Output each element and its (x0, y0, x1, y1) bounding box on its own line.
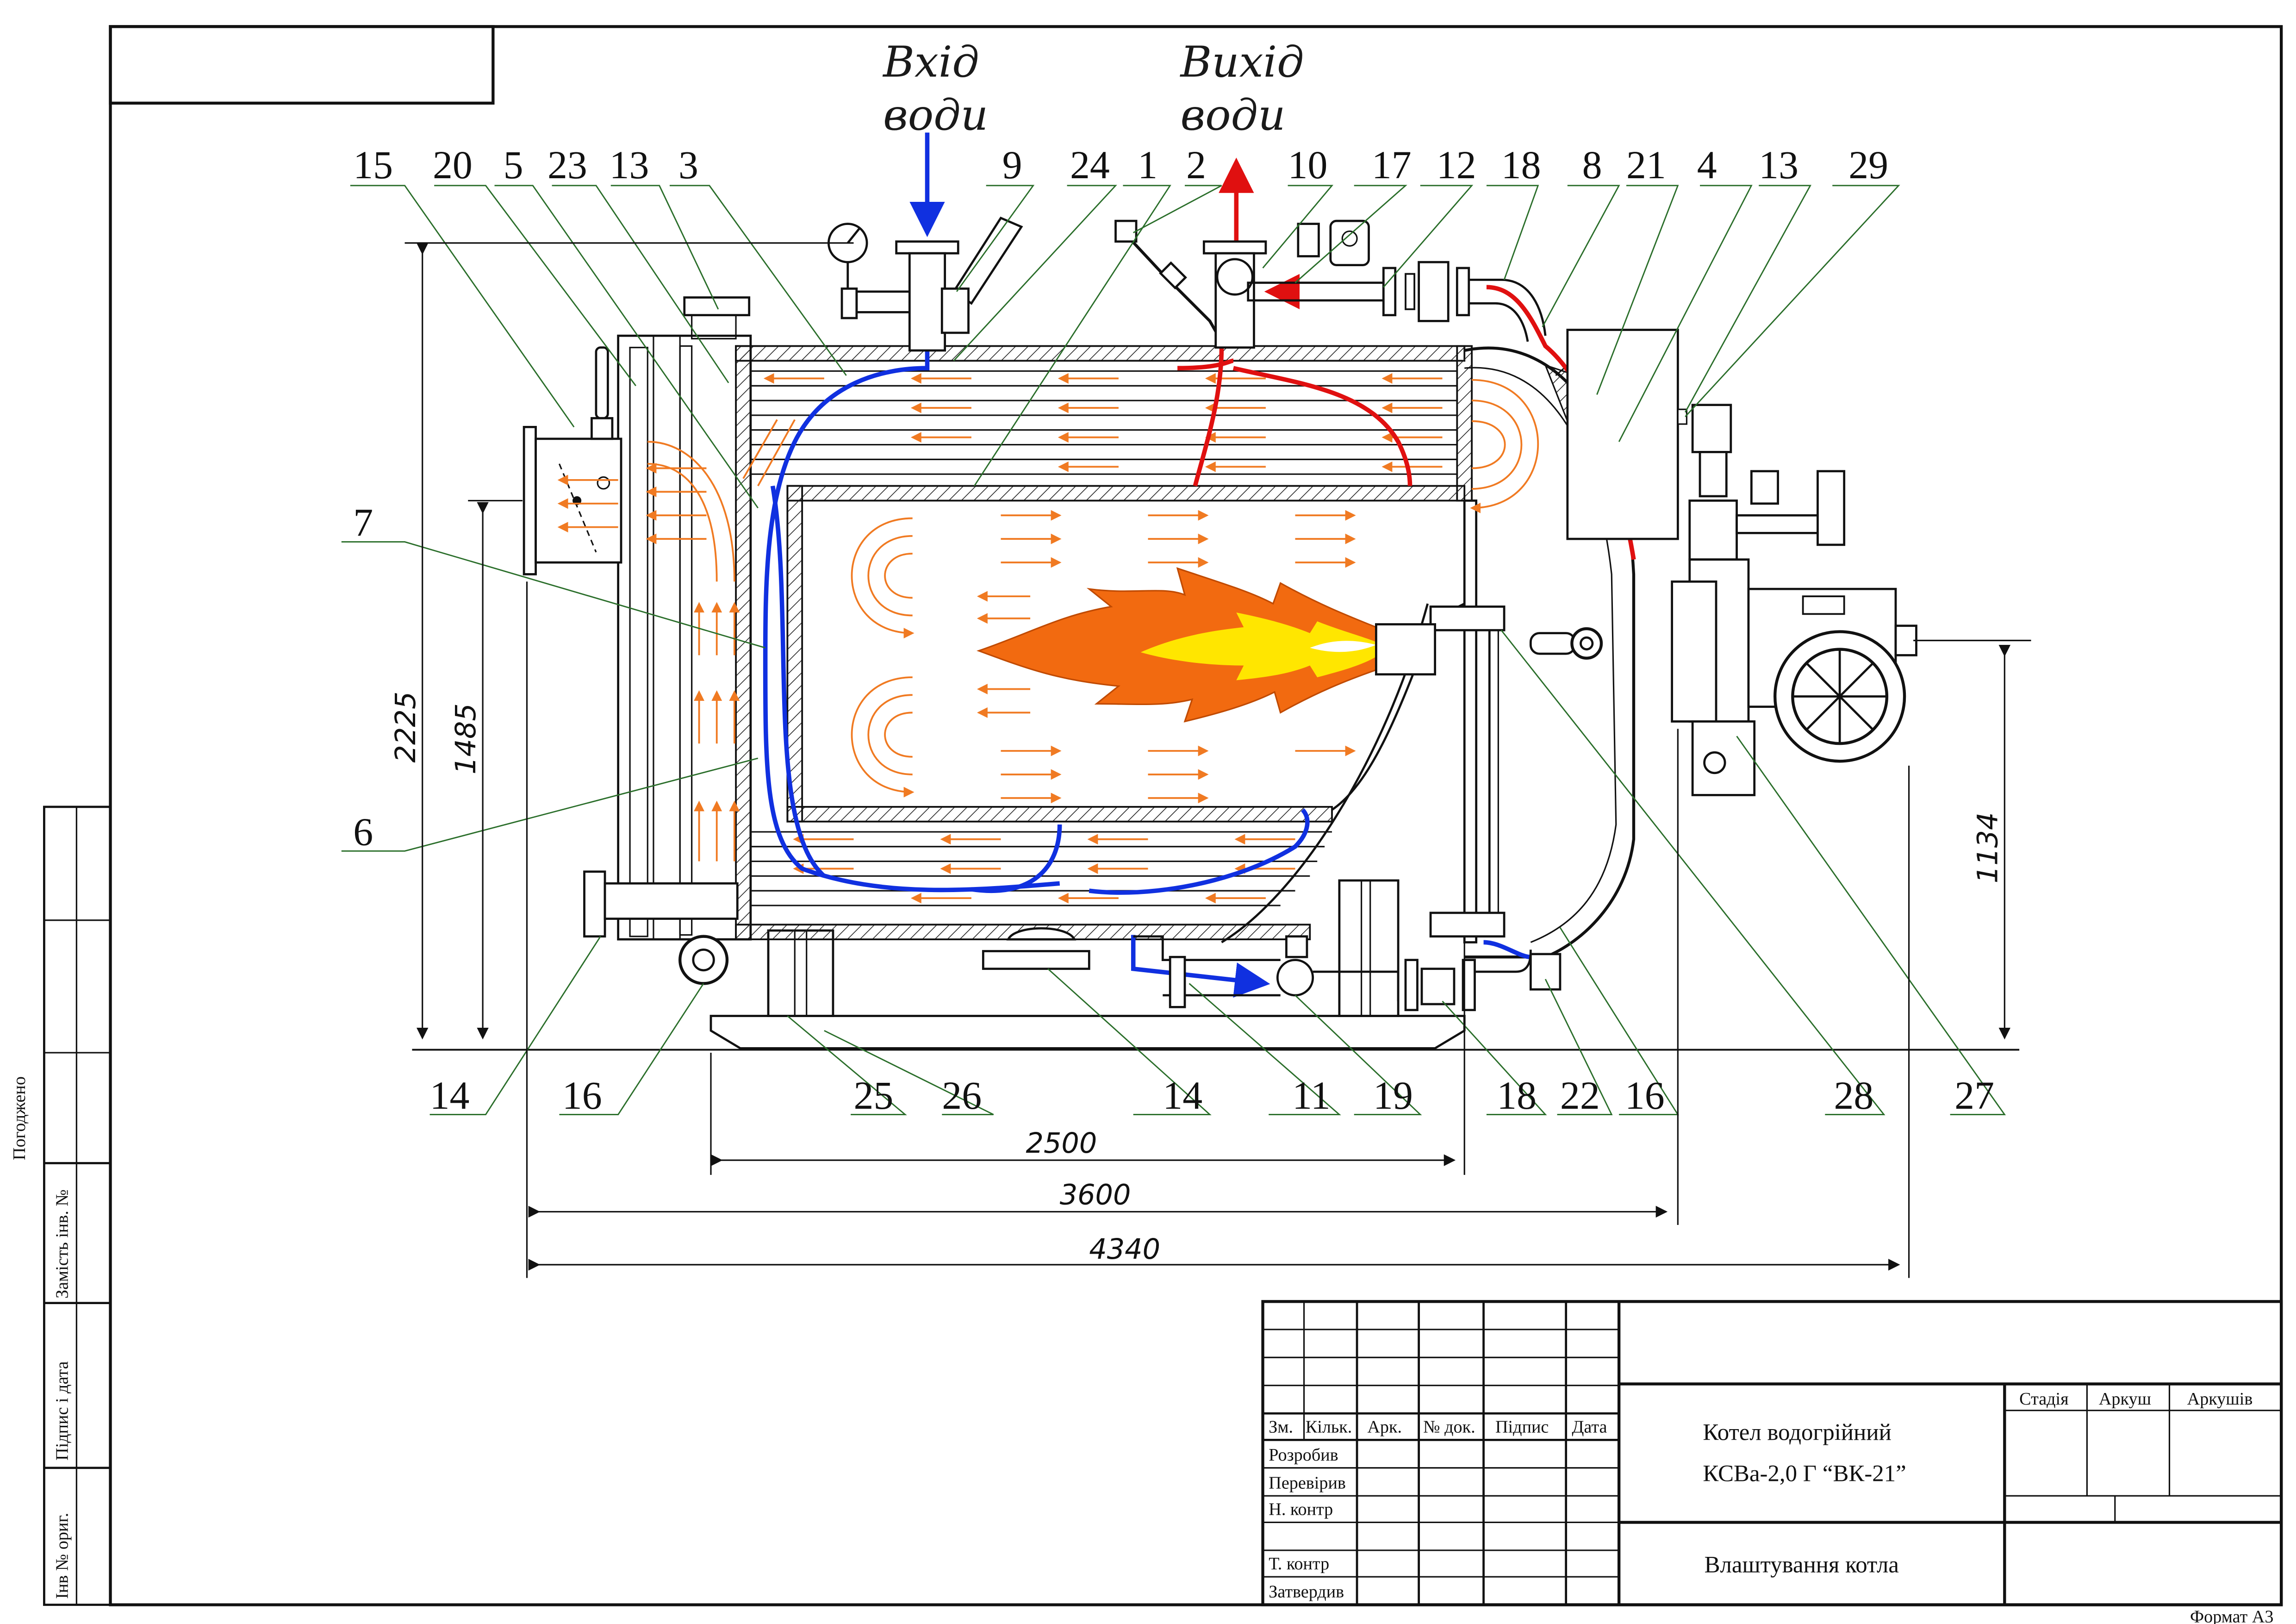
inlet-thermometer (940, 216, 1023, 334)
callout-1: 1 (1138, 143, 1157, 187)
callout-16-right: 16 (1625, 1073, 1665, 1118)
callouts-left-group: 7 6 (353, 500, 373, 854)
tb-doc-title-line1: Котел водогрійний (1703, 1419, 1891, 1445)
support-leg-25 (767, 929, 834, 1017)
top-left-stamp-box (109, 25, 495, 105)
stamp-sign-date: Підпис і дата (52, 1361, 72, 1461)
tb-format: Формат А3 (2190, 1607, 2273, 1624)
rear-smoke-box (617, 296, 752, 941)
bottom-drain-rear (583, 870, 739, 985)
title-block-text: Зм. Кільк. Арк. № док. Підпис Дата Розро… (1269, 1389, 2273, 1624)
callout-9: 9 (1002, 143, 1022, 187)
fire-tubes-lower (750, 831, 1332, 906)
tb-col-doc: № док. (1423, 1417, 1475, 1437)
side-stamp: Погоджено Замість інв. № Підпис і дата І… (10, 806, 112, 1606)
callout-26: 26 (942, 1073, 982, 1118)
callout-15: 15 (353, 143, 393, 187)
water-inlet-label-line1: Вхід (882, 37, 979, 87)
dim-length-4340: 4340 (1089, 1233, 1160, 1266)
tb-sheet-title: Влаштування котла (1705, 1552, 1899, 1578)
tb-role-norm-control: Н. контр (1269, 1500, 1333, 1519)
tb-stage-header: Стадія (2019, 1389, 2069, 1409)
water-outlet-label-line2: води (1180, 90, 1285, 140)
callout-5: 5 (504, 143, 523, 187)
tb-role-approved: Затвердив (1269, 1582, 1344, 1602)
tb-col-date: Дата (1572, 1417, 1607, 1437)
dim-length-3600: 3600 (1060, 1179, 1131, 1212)
safety-valve (1114, 219, 1223, 343)
callout-28: 28 (1834, 1073, 1873, 1118)
tb-col-sheet: Арк. (1367, 1417, 1402, 1437)
manhole-hatch (982, 927, 1090, 970)
water-outlet-label-line1: Вихід (1179, 37, 1304, 87)
tb-sheet-header: Аркуш (2099, 1389, 2151, 1409)
stamp-replaced-inv: Замість інв. № (52, 1189, 72, 1299)
callout-13-top-right: 13 (1759, 143, 1798, 187)
stamp-agreed: Погоджено (10, 1076, 29, 1160)
tb-col-zm: Зм. (1269, 1417, 1293, 1437)
callout-23: 23 (548, 143, 587, 187)
callout-10: 10 (1288, 143, 1328, 187)
base-frame-26 (709, 1015, 1466, 1049)
callouts-bottom-group: 14 16 25 26 14 11 19 18 22 16 28 27 (430, 1073, 1994, 1118)
callout-18-top: 18 (1501, 143, 1541, 187)
callout-leaders (341, 185, 2006, 1115)
smoke-thermometer (591, 346, 614, 440)
cold-water-path (763, 132, 1531, 998)
dim-height-2225: 2225 (390, 692, 422, 763)
callout-8: 8 (1582, 143, 1602, 187)
support-leg-rear (1338, 879, 1400, 1017)
callout-17: 17 (1372, 143, 1412, 187)
dimension-lines (404, 242, 2031, 1278)
water-inlet-label-line2: води (883, 90, 988, 140)
tb-doc-title-line2: КСВа-2,0 Г “ВК-21” (1703, 1461, 1906, 1487)
fire-tubes-upper (750, 370, 1457, 475)
callout-19: 19 (1373, 1073, 1413, 1118)
callout-14-mid: 14 (1163, 1073, 1202, 1118)
burner-flame (977, 567, 1437, 723)
tb-sheets-header: Аркушів (2187, 1389, 2253, 1409)
callout-18-bottom: 18 (1497, 1073, 1537, 1118)
callout-6: 6 (353, 810, 373, 854)
callout-27: 27 (1954, 1073, 1994, 1118)
stamp-orig-inv: Інв № ориг. (52, 1513, 72, 1599)
tb-role-developed: Розробив (1269, 1445, 1338, 1465)
callout-21: 21 (1626, 143, 1666, 187)
return-pipeline (1133, 935, 1562, 1012)
dim-height-1485: 1485 (450, 703, 482, 775)
callout-22: 22 (1560, 1073, 1600, 1118)
callout-3: 3 (678, 143, 698, 187)
water-inlet-nozzle (828, 223, 959, 352)
dim-length-2500: 2500 (1026, 1127, 1097, 1160)
control-box (1566, 329, 1688, 540)
callout-12: 12 (1437, 143, 1476, 187)
callout-11: 11 (1292, 1073, 1331, 1118)
dim-burner-1134: 1134 (1972, 812, 2004, 884)
callouts-top-group: 15 20 5 23 13 3 9 24 1 2 10 17 12 18 8 2… (353, 143, 1888, 187)
flue-gas-outlet (523, 426, 622, 575)
hot-water-path (1177, 157, 1636, 560)
tb-col-sign: Підпис (1495, 1417, 1549, 1437)
callout-20: 20 (433, 143, 473, 187)
title-block (1261, 1300, 2283, 1606)
tb-role-tech-control: Т. контр (1269, 1554, 1329, 1574)
gas-flow-arrows (557, 373, 1539, 904)
callout-13-top-left: 13 (610, 143, 649, 187)
callout-16-left: 16 (562, 1073, 602, 1118)
burner-unit (1747, 587, 1917, 763)
callout-7: 7 (353, 500, 373, 545)
furnace-chamber (786, 485, 1466, 943)
callout-25: 25 (853, 1073, 893, 1118)
callout-29: 29 (1848, 143, 1888, 187)
gas-train (1671, 404, 1846, 796)
callout-14-left: 14 (430, 1073, 470, 1118)
water-outlet-nozzle (1202, 219, 1547, 349)
front-door (1429, 500, 1603, 943)
callout-24: 24 (1070, 143, 1110, 187)
callout-2: 2 (1186, 143, 1206, 187)
callout-4: 4 (1697, 143, 1717, 187)
tb-role-checked: Перевірив (1269, 1473, 1346, 1493)
tb-col-qty: Кільк. (1306, 1417, 1352, 1437)
